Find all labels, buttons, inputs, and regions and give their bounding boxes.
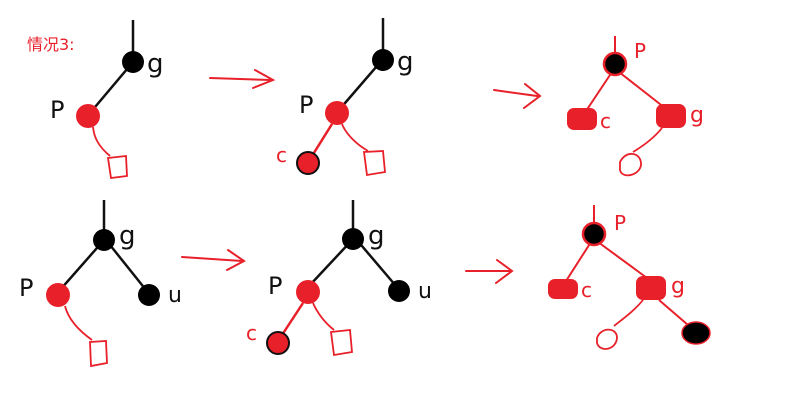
edge-p-right xyxy=(341,123,369,152)
node-c-red xyxy=(296,151,320,175)
subtree-icon xyxy=(89,340,108,368)
case-title: 情况3: xyxy=(27,35,75,54)
right-arrow-icon xyxy=(465,259,514,284)
edge-g-u xyxy=(658,299,689,326)
node-c-red xyxy=(567,108,597,130)
subtree-icon xyxy=(106,154,128,180)
label-c: c xyxy=(600,109,611,133)
subtree-icon xyxy=(596,328,618,350)
edge-g-u xyxy=(105,239,147,291)
node-p-red xyxy=(325,101,349,125)
row1-diagram-b: g P c xyxy=(276,18,414,177)
label-g: g xyxy=(368,221,385,251)
row1-diagram-a: g P xyxy=(50,20,164,180)
node-p-black xyxy=(581,221,607,247)
label-u: u xyxy=(168,283,182,308)
node-g-black xyxy=(122,51,144,73)
subtree-icon xyxy=(329,329,353,357)
edge-g-left xyxy=(613,299,644,327)
node-c-red xyxy=(266,331,290,355)
right-arrow-icon xyxy=(181,249,246,271)
row2-diagram-a: g P u xyxy=(19,200,182,368)
edge-p-g xyxy=(618,71,666,109)
label-p: P xyxy=(50,96,64,124)
label-p: P xyxy=(19,274,33,302)
label-c: c xyxy=(246,321,257,345)
label-p: P xyxy=(268,272,282,300)
right-arrow-icon xyxy=(209,69,276,89)
edge-p-right xyxy=(64,305,93,341)
node-g-black xyxy=(93,229,115,251)
node-u-black xyxy=(388,280,410,302)
edge-p-right xyxy=(92,126,111,157)
label-u: u xyxy=(418,279,432,304)
label-p: P xyxy=(299,91,313,119)
node-g-black xyxy=(342,228,364,250)
node-g-red xyxy=(636,276,666,300)
node-p-red xyxy=(76,104,100,128)
edge-p-c xyxy=(280,302,305,336)
node-g-black xyxy=(372,49,394,71)
edge-p-right xyxy=(312,302,335,331)
row2-diagram-c: P c g xyxy=(548,205,711,350)
edge-p-c xyxy=(310,123,334,157)
label-g: g xyxy=(147,49,164,79)
label-g: g xyxy=(397,47,414,77)
node-c-red xyxy=(548,279,578,299)
node-g-red xyxy=(656,104,686,128)
node-p-red xyxy=(296,280,320,304)
label-p: P xyxy=(614,211,626,235)
node-u-black xyxy=(681,321,711,345)
edge-g-p xyxy=(59,239,105,291)
row1-diagram-c: P c g xyxy=(567,36,704,177)
label-c: c xyxy=(276,143,287,167)
label-g: g xyxy=(690,103,704,128)
edge-g-p xyxy=(89,61,134,114)
node-p-red xyxy=(46,283,70,307)
subtree-icon xyxy=(362,150,386,177)
edge-p-c xyxy=(583,71,613,115)
label-p: P xyxy=(634,39,646,63)
row2-diagram-b: g P u c xyxy=(246,200,432,357)
node-p-black xyxy=(602,51,628,77)
subtree-icon xyxy=(619,152,642,177)
label-g: g xyxy=(671,274,685,299)
right-arrow-icon xyxy=(493,83,542,109)
label-g: g xyxy=(119,221,136,251)
label-c: c xyxy=(581,278,592,302)
node-u-black xyxy=(138,284,160,306)
edge-g-u xyxy=(355,238,397,287)
edge-p-c xyxy=(565,241,592,282)
edge-g-left xyxy=(632,127,663,153)
edge-p-g xyxy=(597,241,648,279)
